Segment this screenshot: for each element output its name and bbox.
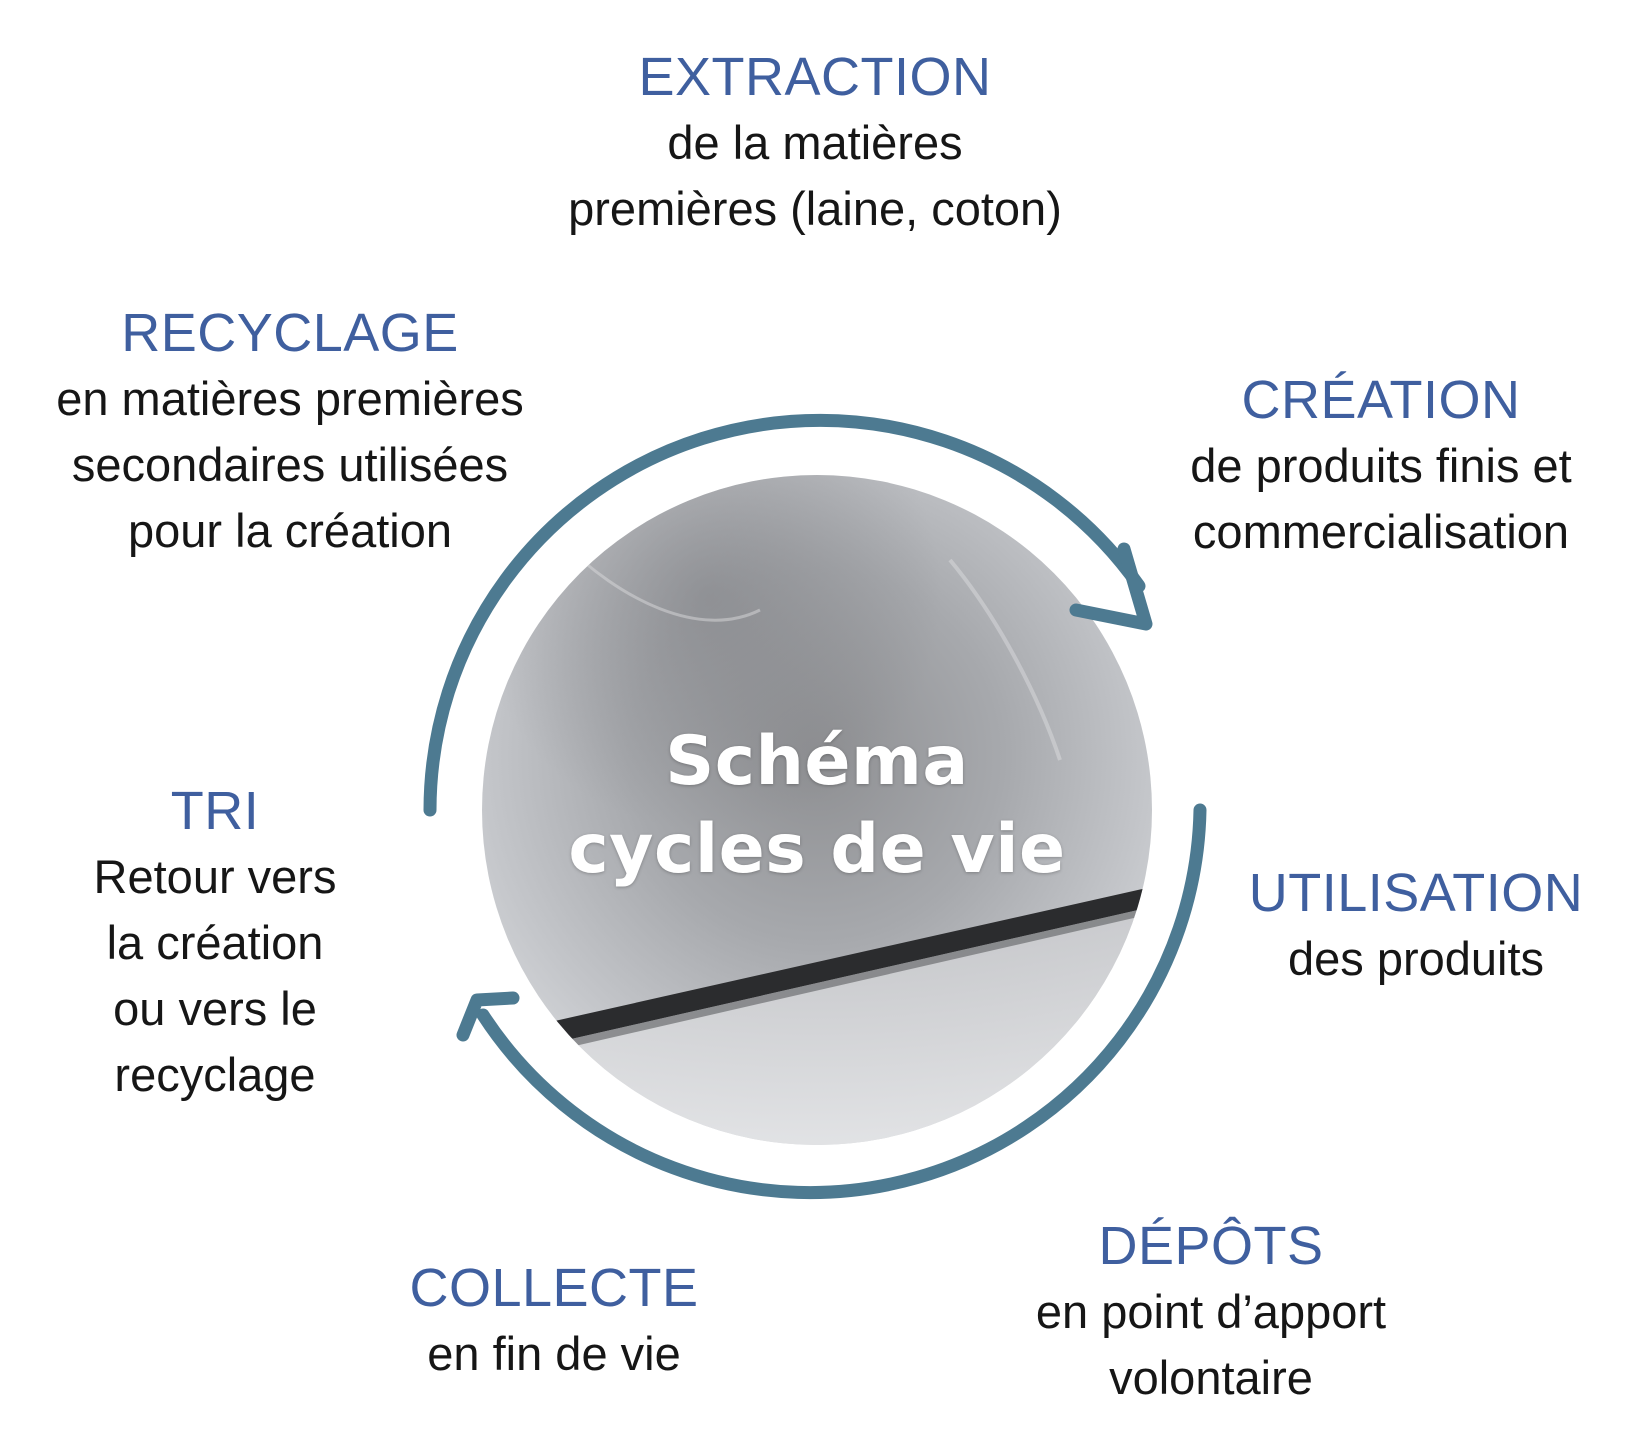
cycle-arrow-lower bbox=[456, 803, 1207, 1200]
step-recyclage-line3: pour la création bbox=[128, 504, 452, 557]
step-creation-line1: de produits finis et bbox=[1190, 439, 1572, 492]
center-title: Schéma cycles de vie bbox=[568, 718, 1065, 894]
step-utilisation-line1: des produits bbox=[1287, 932, 1545, 985]
step-collecte-line1: en fin de vie bbox=[427, 1327, 681, 1380]
step-extraction-title: EXTRACTION bbox=[638, 47, 992, 107]
step-utilisation-title: UTILISATION bbox=[1248, 863, 1584, 923]
step-tri-title: TRI bbox=[170, 781, 260, 841]
step-creation: CRÉATION de produits finis et commercial… bbox=[1190, 367, 1571, 565]
step-creation-title: CRÉATION bbox=[1241, 370, 1521, 430]
step-collecte-title: COLLECTE bbox=[409, 1258, 699, 1318]
step-tri-line4: recyclage bbox=[114, 1048, 316, 1101]
step-extraction-line1: de la matières bbox=[667, 116, 963, 169]
step-tri-line1: Retour vers bbox=[93, 850, 337, 903]
step-extraction: EXTRACTION de la matières premières (lai… bbox=[568, 44, 1062, 242]
step-tri: TRI Retour vers la création ou vers le r… bbox=[94, 778, 337, 1108]
step-recyclage-title: RECYCLAGE bbox=[121, 303, 459, 363]
step-utilisation: UTILISATION des produits bbox=[1249, 860, 1584, 992]
step-depots: DÉPÔTS en point d’apport volontaire bbox=[1036, 1213, 1386, 1411]
cycle-arrow-upper bbox=[423, 413, 1153, 817]
center-title-line1: Schéma bbox=[665, 722, 969, 801]
step-depots-line2: volontaire bbox=[1109, 1351, 1313, 1404]
center-title-line2: cycles de vie bbox=[568, 810, 1066, 889]
step-depots-line1: en point d’apport bbox=[1035, 1285, 1387, 1338]
step-recyclage-line1: en matières premières bbox=[56, 372, 524, 425]
step-depots-title: DÉPÔTS bbox=[1098, 1216, 1324, 1276]
step-collecte: COLLECTE en fin de vie bbox=[409, 1255, 698, 1387]
step-tri-line2: la création bbox=[106, 916, 324, 969]
step-creation-line2: commercialisation bbox=[1192, 505, 1570, 558]
step-recyclage: RECYCLAGE en matières premières secondai… bbox=[56, 300, 524, 564]
center-photo-disc bbox=[482, 475, 1152, 1145]
step-tri-line3: ou vers le bbox=[113, 982, 317, 1035]
step-extraction-line2: premières (laine, coton) bbox=[568, 182, 1062, 235]
step-recyclage-line2: secondaires utilisées bbox=[71, 438, 509, 491]
